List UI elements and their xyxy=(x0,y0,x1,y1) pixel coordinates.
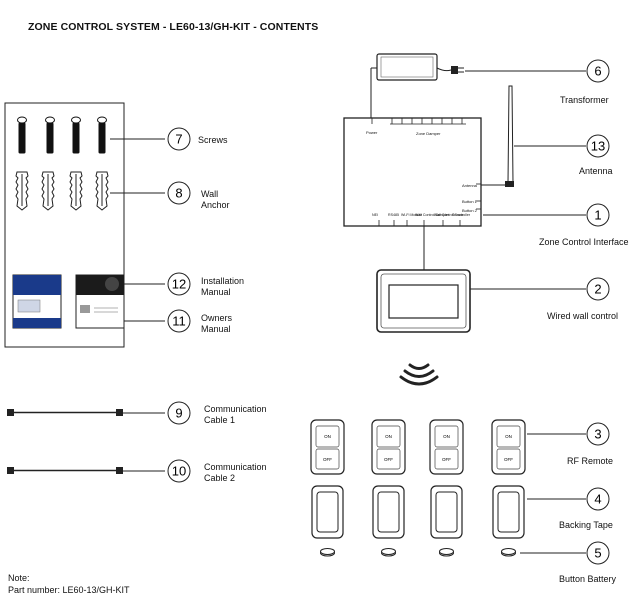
page-title: ZONE CONTROL SYSTEM - LE60-13/GH-KIT - C… xyxy=(28,21,319,33)
remote-off-label: OFF xyxy=(504,457,513,462)
installation-manual-illustration xyxy=(12,274,62,329)
wireless-signal-icon xyxy=(399,363,439,386)
interface-port-label: NEI xyxy=(372,213,378,217)
note-heading: Note: xyxy=(8,573,30,583)
interface-button2-label: Button 2 xyxy=(462,208,477,213)
callout-number: 8 xyxy=(175,186,182,201)
communication-cable-2-illustration xyxy=(7,467,123,474)
callout-10: 10 xyxy=(167,459,191,483)
callout-number: 12 xyxy=(172,277,186,292)
callout-number: 4 xyxy=(594,492,601,507)
interface-port-label: Sensor xyxy=(452,213,464,217)
callout-label-4: Backing Tape xyxy=(559,520,613,530)
callout-label-6: Transformer xyxy=(560,95,609,105)
note-part-number: Part number: LE60-13/GH-KIT xyxy=(8,585,130,595)
owners-manual-illustration xyxy=(75,274,125,329)
callout-8: 8 xyxy=(167,181,191,205)
transformer-illustration xyxy=(370,53,464,118)
callout-5: 5 xyxy=(586,541,610,565)
leader-lines-left xyxy=(110,138,165,472)
callout-label-7: Screws xyxy=(198,135,228,145)
interface-zone-damper-label: Zone Damper xyxy=(416,131,441,136)
callout-4: 4 xyxy=(586,487,610,511)
wired-wall-control-illustration xyxy=(376,269,471,333)
callout-label-1: Zone Control Interface xyxy=(539,237,629,247)
remote-on-label: ON xyxy=(505,434,512,439)
remote-on-label: ON xyxy=(385,434,392,439)
callout-label-2: Wired wall control xyxy=(547,311,619,321)
remote-on-label: ON xyxy=(324,434,331,439)
callout-label-11: Owners Manual xyxy=(201,313,233,334)
interface-port-label: Wall Control Sampler xyxy=(415,213,449,217)
communication-cable-1-illustration xyxy=(7,409,123,416)
interface-power-label: Power xyxy=(366,130,378,135)
interface-button1-label: Button 1 xyxy=(462,199,477,204)
interface-antenna-label: Antenna xyxy=(462,183,477,188)
callout-number: 6 xyxy=(594,64,601,79)
interface-port-label: RS485 xyxy=(388,213,399,217)
callout-label-13: Antenna xyxy=(579,166,613,176)
callout-label-3: RF Remote xyxy=(567,456,614,466)
screws-illustration xyxy=(17,116,107,154)
callout-label-5: Button Battery xyxy=(559,574,617,584)
rf-remote-2: ON OFF xyxy=(371,419,406,557)
callout-number: 2 xyxy=(594,282,601,297)
remote-off-label: OFF xyxy=(384,457,393,462)
interface-port-label: Wall Control Controller xyxy=(434,213,471,217)
callout-3: 3 xyxy=(586,422,610,446)
remote-on-label: ON xyxy=(443,434,450,439)
callout-12: 12 xyxy=(167,272,191,296)
rf-remote-1: ON OFF xyxy=(310,419,345,557)
callout-number: 11 xyxy=(172,314,186,329)
callout-11: 11 xyxy=(167,309,191,333)
callout-number: 1 xyxy=(594,208,601,223)
callout-label-8: Wall Anchor xyxy=(201,189,230,210)
remote-off-label: OFF xyxy=(442,457,451,462)
callout-label-12: Installation Manual xyxy=(201,276,245,297)
callout-2: 2 xyxy=(586,277,610,301)
callout-number: 10 xyxy=(172,464,186,479)
callout-7: 7 xyxy=(167,127,191,151)
callout-9: 9 xyxy=(167,401,191,425)
callout-number: 7 xyxy=(175,132,182,147)
rf-remotes-illustration: ON OFF ON OFF ON OFF ON OFF xyxy=(310,419,526,557)
callout-label-10: Communication Cable 2 xyxy=(204,462,267,483)
rf-remote-3: ON OFF xyxy=(429,419,464,557)
callout-1: 1 xyxy=(586,203,610,227)
callout-label-9: Communication Cable 1 xyxy=(204,404,267,425)
callout-number: 3 xyxy=(594,427,601,442)
callout-number: 13 xyxy=(591,139,605,154)
callout-number: 5 xyxy=(594,546,601,561)
parts-box xyxy=(4,102,125,348)
wall-anchors-illustration xyxy=(15,171,109,211)
rf-remote-4: ON OFF xyxy=(491,419,526,557)
callout-6: 6 xyxy=(586,59,610,83)
interface-port-label: Wi-Fi Module xyxy=(401,213,423,217)
antenna-illustration xyxy=(505,85,514,187)
zone-control-interface-illustration xyxy=(343,117,482,227)
callout-13: 13 xyxy=(586,134,610,158)
callout-number: 9 xyxy=(175,406,182,421)
remote-off-label: OFF xyxy=(323,457,332,462)
